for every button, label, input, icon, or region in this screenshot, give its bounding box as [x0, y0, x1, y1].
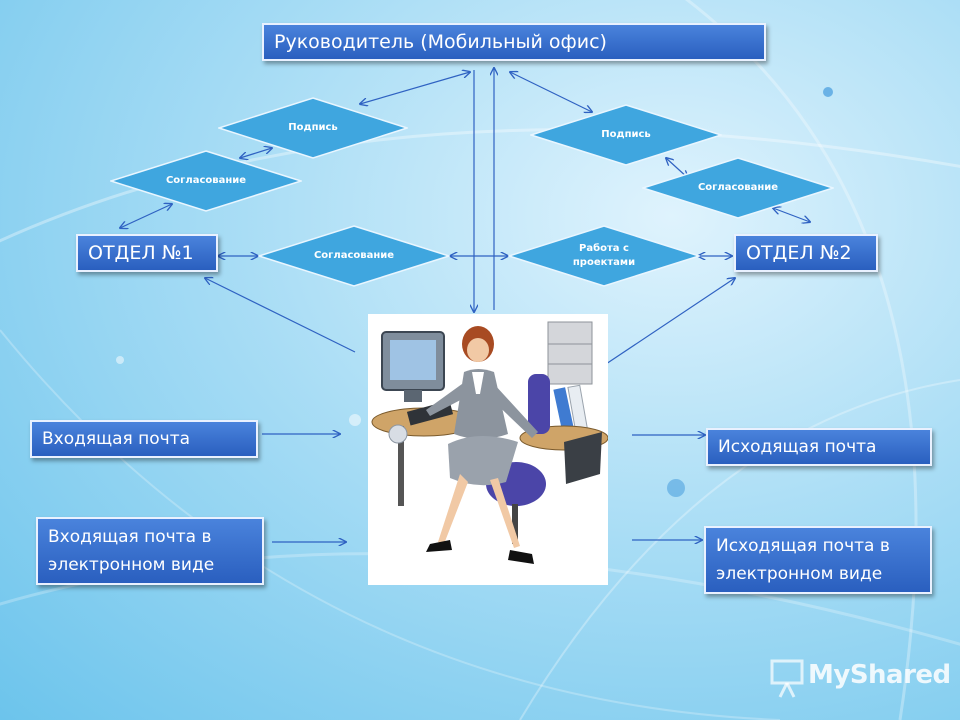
- diamond-left-sign-text: Подпись: [218, 97, 408, 159]
- diamond-projects: [508, 225, 700, 287]
- outgoing-email-line-2: электронном виде: [716, 564, 883, 584]
- diamond-right-approve-text: Согласование: [642, 157, 834, 219]
- diamond-center-approve-label: Согласование: [313, 250, 395, 261]
- diamond-right-approve: [642, 157, 834, 219]
- diamond-left-sign: [218, 97, 408, 159]
- incoming-mail-label: Входящая почта: [42, 429, 191, 449]
- outgoing-email-line-1: Исходящая почта в: [716, 536, 890, 556]
- diamond-right-sign-text: Подпись: [530, 104, 722, 166]
- diamond-center-approve-text: Согласование: [258, 225, 450, 287]
- projects-line-2: проектами: [572, 257, 636, 268]
- department-2-label: ОТДЕЛ №2: [746, 242, 852, 264]
- outgoing-mail-box: Исходящая почта: [706, 428, 932, 466]
- diamond-right-sign: [530, 104, 722, 166]
- office-worker-drawing: [371, 321, 609, 564]
- incoming-email-line-1: Входящая почта в: [48, 527, 212, 547]
- diamond-left-approve: [110, 150, 302, 212]
- diamond-right-approve-label: Согласование: [697, 182, 779, 193]
- diamond-right-sign-label: Подпись: [601, 129, 651, 140]
- diamond-left-approve-text: Согласование: [110, 150, 302, 212]
- presentation-board-icon: [770, 659, 804, 698]
- diamond-left-approve-label: Согласование: [165, 175, 247, 186]
- projects-line-1: Работа с: [579, 243, 629, 254]
- incoming-email-line-2: электронном виде: [48, 555, 215, 575]
- diamond-center-approve: [258, 225, 450, 287]
- diamond-left-sign-label: Подпись: [288, 122, 338, 133]
- incoming-email-box: Входящая почта в электронном виде: [36, 517, 264, 585]
- outgoing-mail-label: Исходящая почта: [718, 437, 877, 457]
- watermark-text: MyShared: [808, 660, 951, 690]
- diamond-projects-label: Работа с проектами: [508, 225, 700, 287]
- manager-label: Руководитель (Мобильный офис): [274, 31, 607, 53]
- manager-box: Руководитель (Мобильный офис): [262, 23, 766, 61]
- diamond-projects-text: Работа с проектами: [508, 225, 700, 287]
- department-1-box: ОТДЕЛ №1: [76, 234, 218, 272]
- department-1-label: ОТДЕЛ №1: [88, 242, 194, 264]
- outgoing-email-box: Исходящая почта в электронном виде: [704, 526, 932, 594]
- incoming-mail-box: Входящая почта: [30, 420, 258, 458]
- office-worker-illustration: [368, 314, 609, 585]
- department-2-box: ОТДЕЛ №2: [734, 234, 878, 272]
